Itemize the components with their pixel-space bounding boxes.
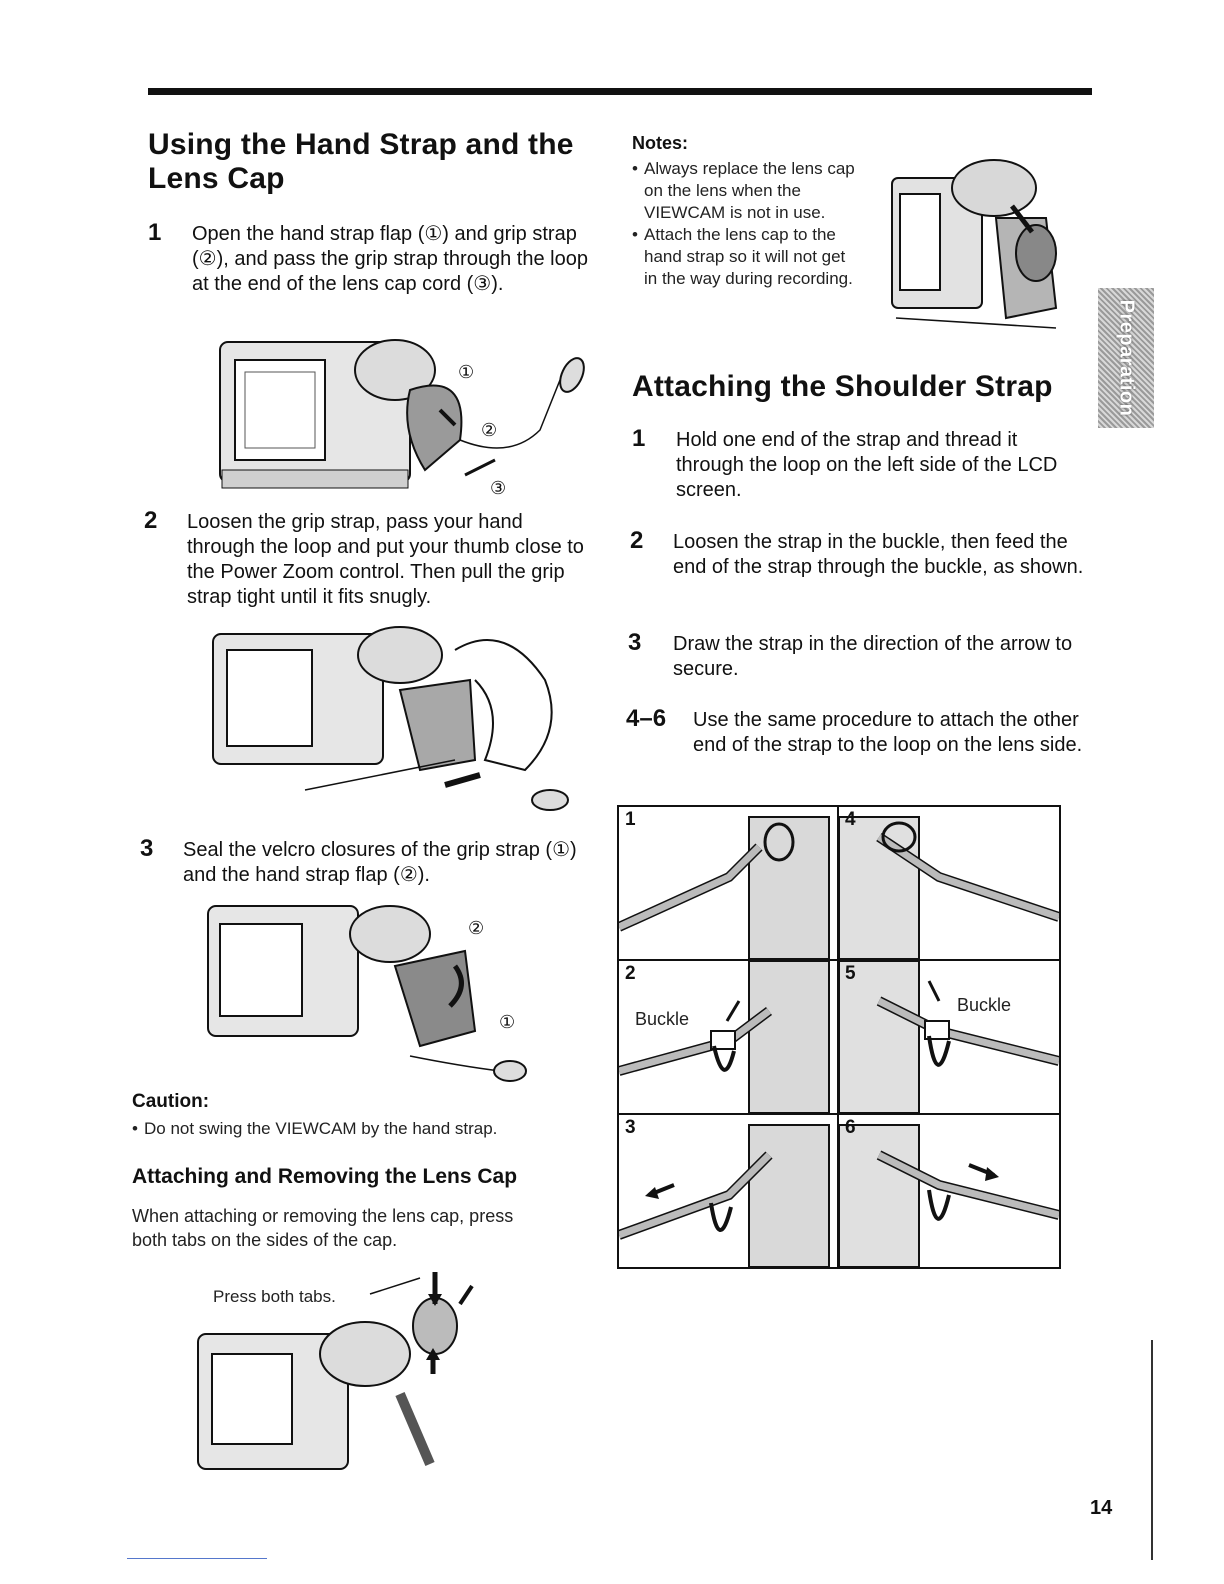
page-number: 14	[1090, 1497, 1113, 1519]
step-number: 3	[140, 835, 154, 862]
bullet: •	[132, 1119, 138, 1138]
lens-cap-on-strap-illustration	[891, 159, 1058, 329]
notes-label: Notes:	[632, 133, 689, 153]
strap-step-3-panel: 3	[619, 1115, 839, 1267]
step-number: 2	[144, 507, 158, 534]
panel-number: 5	[845, 963, 856, 984]
step-number: 1	[632, 425, 646, 452]
step-number: 2	[630, 527, 644, 554]
step-text: Use the same procedure to attach the oth…	[693, 709, 1083, 756]
panel-number: 6	[845, 1117, 856, 1138]
step-text: Seal the velcro closures of the grip str…	[183, 839, 577, 886]
caution-text: • Do not swing the VIEWCAM by the hand s…	[132, 1118, 604, 1140]
lens-cap-illustration	[197, 1272, 474, 1470]
velcro-sealed-illustration	[207, 905, 527, 1082]
section-side-tab: Preparation	[1098, 288, 1154, 428]
shoulder-strap-steps-grid: 1 4 2 Buckle 5 Buckl	[617, 805, 1061, 1269]
panel-number: 3	[625, 1117, 636, 1138]
panel-number: 1	[625, 809, 636, 830]
step-text: Hold one end of the strap and thread it …	[676, 429, 1058, 501]
caution-text-body: Do not swing the VIEWCAM by the hand str…	[144, 1119, 498, 1138]
page-edge-line	[1151, 1340, 1153, 1560]
step-text: Draw the strap in the direction of the a…	[673, 633, 1073, 680]
strap-step-5-panel: 5 Buckle	[839, 961, 1059, 1113]
callout-3: ③	[490, 478, 507, 498]
top-rule	[148, 88, 1092, 95]
panel-number: 2	[625, 963, 636, 984]
footer-line	[127, 1558, 267, 1559]
callout-2: ②	[481, 420, 498, 440]
callout-2: ②	[468, 918, 485, 938]
caution-label: Caution:	[132, 1091, 210, 1112]
strap-step-4-panel: 4	[839, 807, 1059, 959]
panel-number: 4	[845, 809, 856, 830]
note-item: Attach the lens cap to the hand strap so…	[632, 224, 862, 290]
step-text: Loosen the grip strap, pass your hand th…	[187, 511, 584, 608]
section-title-hand-strap: Using the Hand Strap and the Lens Cap	[148, 128, 574, 195]
callout-1: ①	[458, 362, 475, 382]
step-text: Loosen the strap in the buckle, then fee…	[673, 531, 1084, 578]
notes-list: Always replace the lens cap on the lens …	[632, 158, 862, 290]
side-tab-label: Preparation	[1115, 299, 1138, 417]
callout-1: ①	[499, 1012, 516, 1032]
buckle-label: Buckle	[957, 995, 1012, 1015]
lens-cap-subtitle: Attaching and Removing the Lens Cap	[132, 1165, 518, 1188]
step-number: 3	[628, 629, 642, 656]
strap-step-1-panel: 1	[619, 807, 839, 959]
step-number: 1	[148, 219, 162, 246]
step-text: Open the hand strap flap (①) and grip st…	[192, 223, 588, 295]
lens-cap-text: When attaching or removing the lens cap,…	[132, 1206, 514, 1250]
note-item: Always replace the lens cap on the lens …	[632, 158, 862, 224]
section-title-shoulder-strap: Attaching the Shoulder Strap	[632, 370, 1053, 403]
step-number: 4–6	[626, 705, 667, 732]
strap-step-2-panel: 2 Buckle	[619, 961, 839, 1113]
camcorder-strap-open-illustration	[219, 339, 585, 489]
hand-in-strap-illustration	[212, 626, 569, 811]
strap-step-6-panel: 6	[839, 1115, 1059, 1267]
buckle-label: Buckle	[635, 1009, 690, 1029]
press-tabs-label: Press both tabs.	[213, 1287, 336, 1306]
